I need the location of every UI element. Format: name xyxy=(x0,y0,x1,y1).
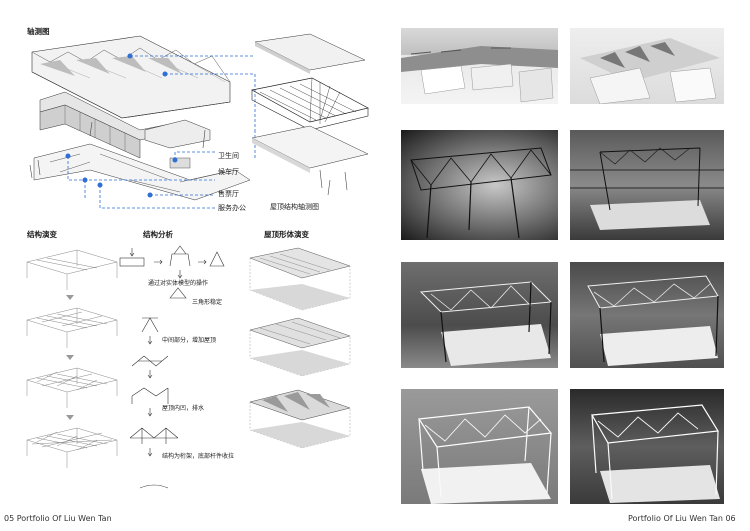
footer-left: 05 Portfolio Of Liu Wen Tan xyxy=(4,514,112,523)
roof-form-title: 屋顶形体演变 xyxy=(264,230,309,239)
axon-title: 轴测图 xyxy=(27,27,50,36)
photo-site-model-aerial xyxy=(401,28,558,104)
evolution-title: 结构演变 xyxy=(27,230,57,239)
callout-restroom: 卫生间 xyxy=(218,152,239,160)
photo-truss-underside xyxy=(401,130,558,240)
photo-space-frame-angle xyxy=(570,262,724,368)
photo-truss-by-window xyxy=(570,130,724,240)
roof-layer xyxy=(31,35,231,119)
roof-exploded xyxy=(250,33,369,173)
analysis-step-3: 中间部分，增加屋顶 xyxy=(162,337,217,344)
analysis-title: 结构分析 xyxy=(143,230,173,239)
projection-lines xyxy=(67,55,256,209)
analysis-step-1: 通过对实体模型的操作 xyxy=(148,280,209,287)
footer-right: Portfolio Of Liu Wen Tan 06 xyxy=(628,514,736,523)
analysis-step-5: 结构为桁架，底部杆件收拉 xyxy=(162,453,235,460)
callout-ticket-hall: 售票厅 xyxy=(218,190,239,198)
photo-site-model-roof xyxy=(570,28,724,104)
callout-service-office: 服务办公 xyxy=(218,204,246,212)
analysis-diagrams xyxy=(119,245,225,489)
roof-form-diagrams xyxy=(249,247,351,449)
roof-structure-caption: 屋顶结构轴测图 xyxy=(270,203,319,211)
callout-waiting-hall: 候车厅 xyxy=(218,168,239,176)
axonometric-drawing xyxy=(29,33,369,209)
building-layer xyxy=(39,91,211,159)
photo-stick-model xyxy=(401,389,558,504)
floor-plan-layer xyxy=(29,121,348,201)
evolution-diagrams xyxy=(26,249,118,468)
photo-space-frame-interior xyxy=(401,262,558,368)
analysis-step-2: 三角形稳定 xyxy=(192,299,223,306)
analysis-step-4: 屋顶内凹，排水 xyxy=(162,405,205,412)
photo-stick-model-detail xyxy=(570,389,724,504)
